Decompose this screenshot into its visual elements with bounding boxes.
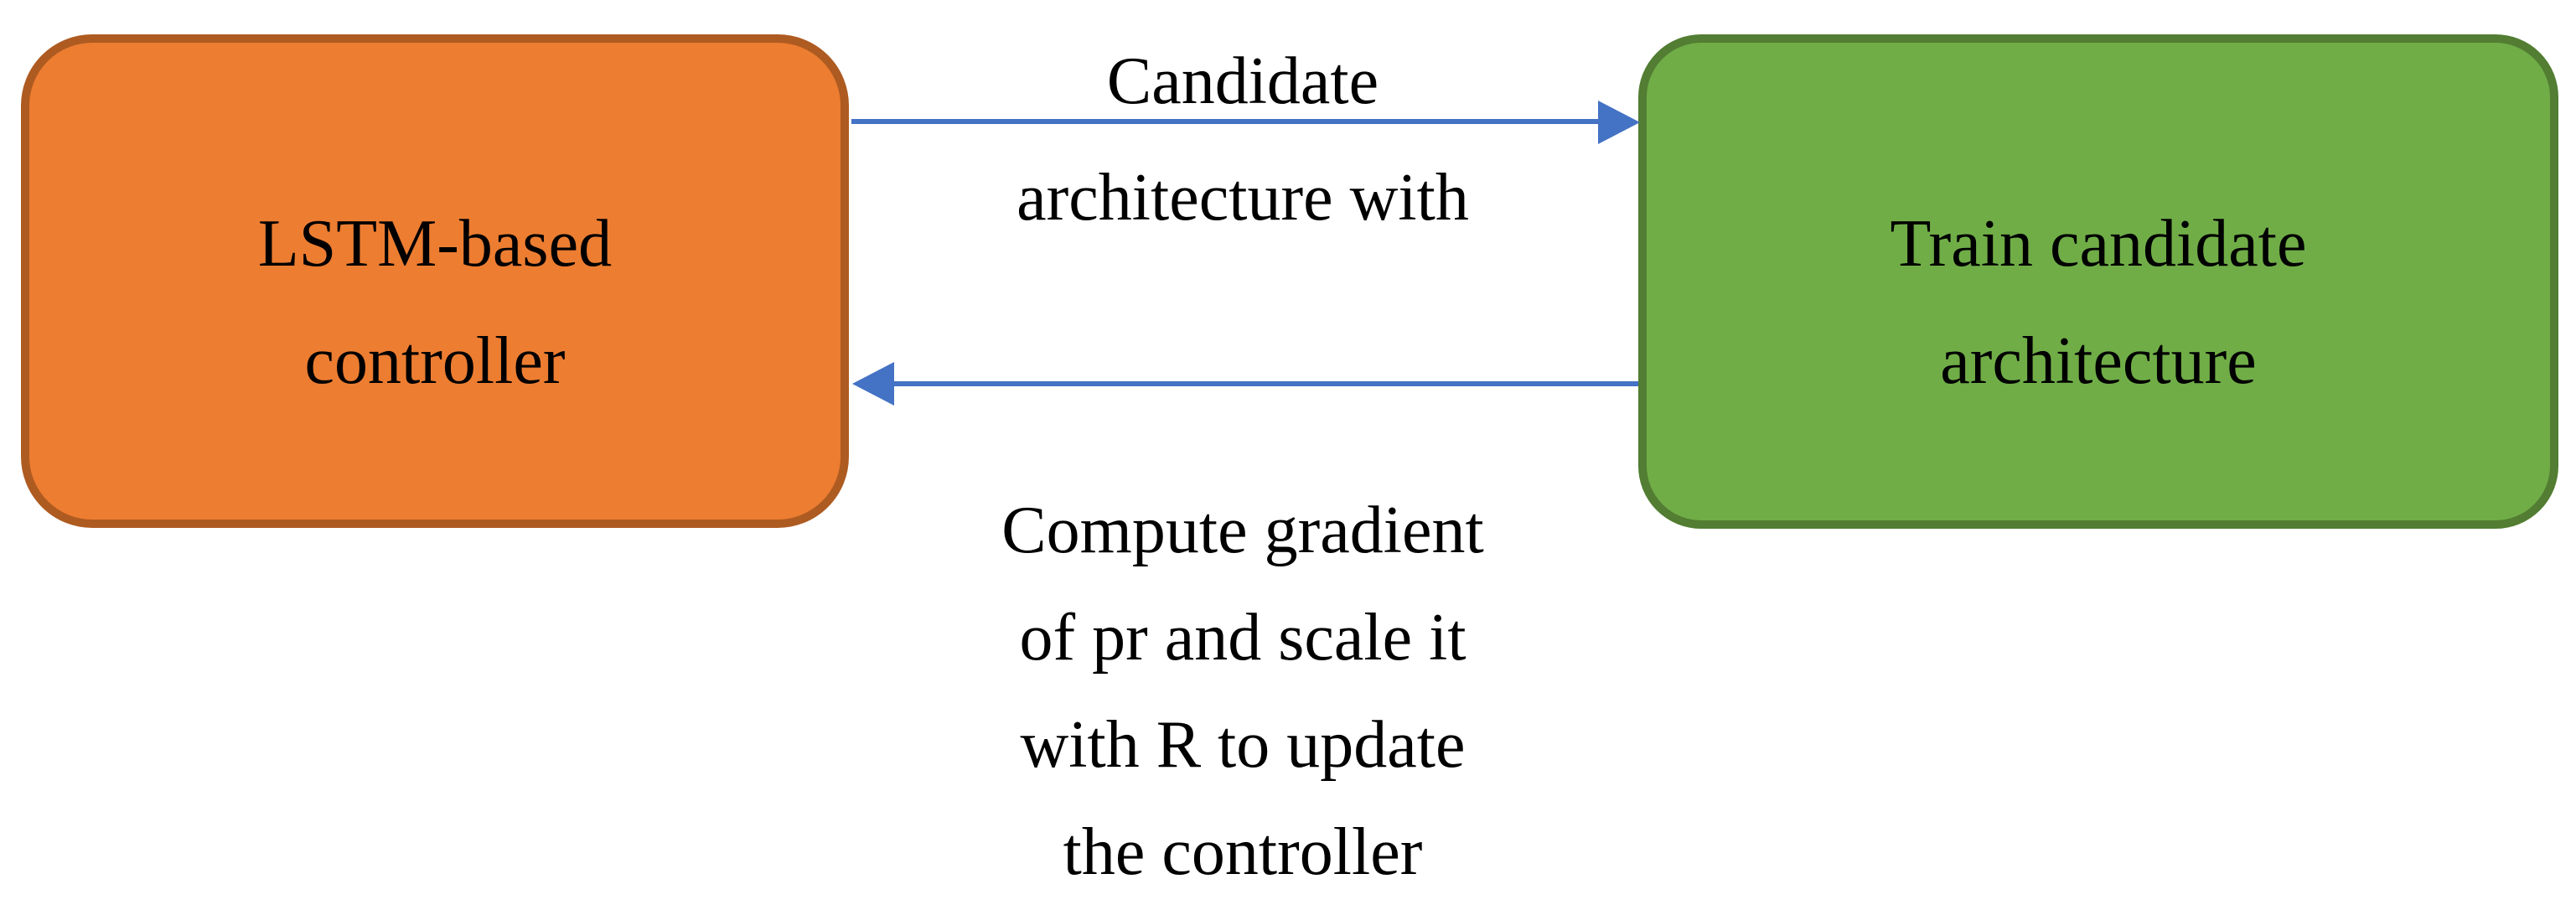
node-train-candidate-architecture: Train candidate architecture [1638,34,2558,529]
arrow-left-line [894,381,1638,386]
arrow-left-label-line-3: with R to update [1020,708,1466,782]
node-train-architecture-label-line-1: Train candidate [1890,207,2307,281]
arrow-right-line [851,119,1598,124]
arrow-left-head-icon [852,362,894,406]
arrow-left-label-line-1: Compute gradient [1001,494,1484,567]
arrow-left-label-line-4: the controller [1063,815,1423,889]
arrow-left-label: Compute gradient of pr and scale it with… [824,477,1662,906]
node-lstm-controller-label-line-1: LSTM-based [257,206,613,281]
arrow-right-label: Candidate architecture with [824,23,1662,256]
arrow-right-label-line-1: Candidate [1106,44,1379,118]
node-lstm-controller: LSTM-based controller [21,34,849,528]
node-lstm-controller-label-line-2: controller [304,323,566,398]
arrow-right-head-icon [1598,101,1640,144]
arrow-left-label-line-2: of pr and scale it [1019,601,1466,675]
node-train-architecture-label-line-2: architecture [1940,324,2257,398]
arrow-right-label-line-2: architecture with [1016,161,1469,235]
